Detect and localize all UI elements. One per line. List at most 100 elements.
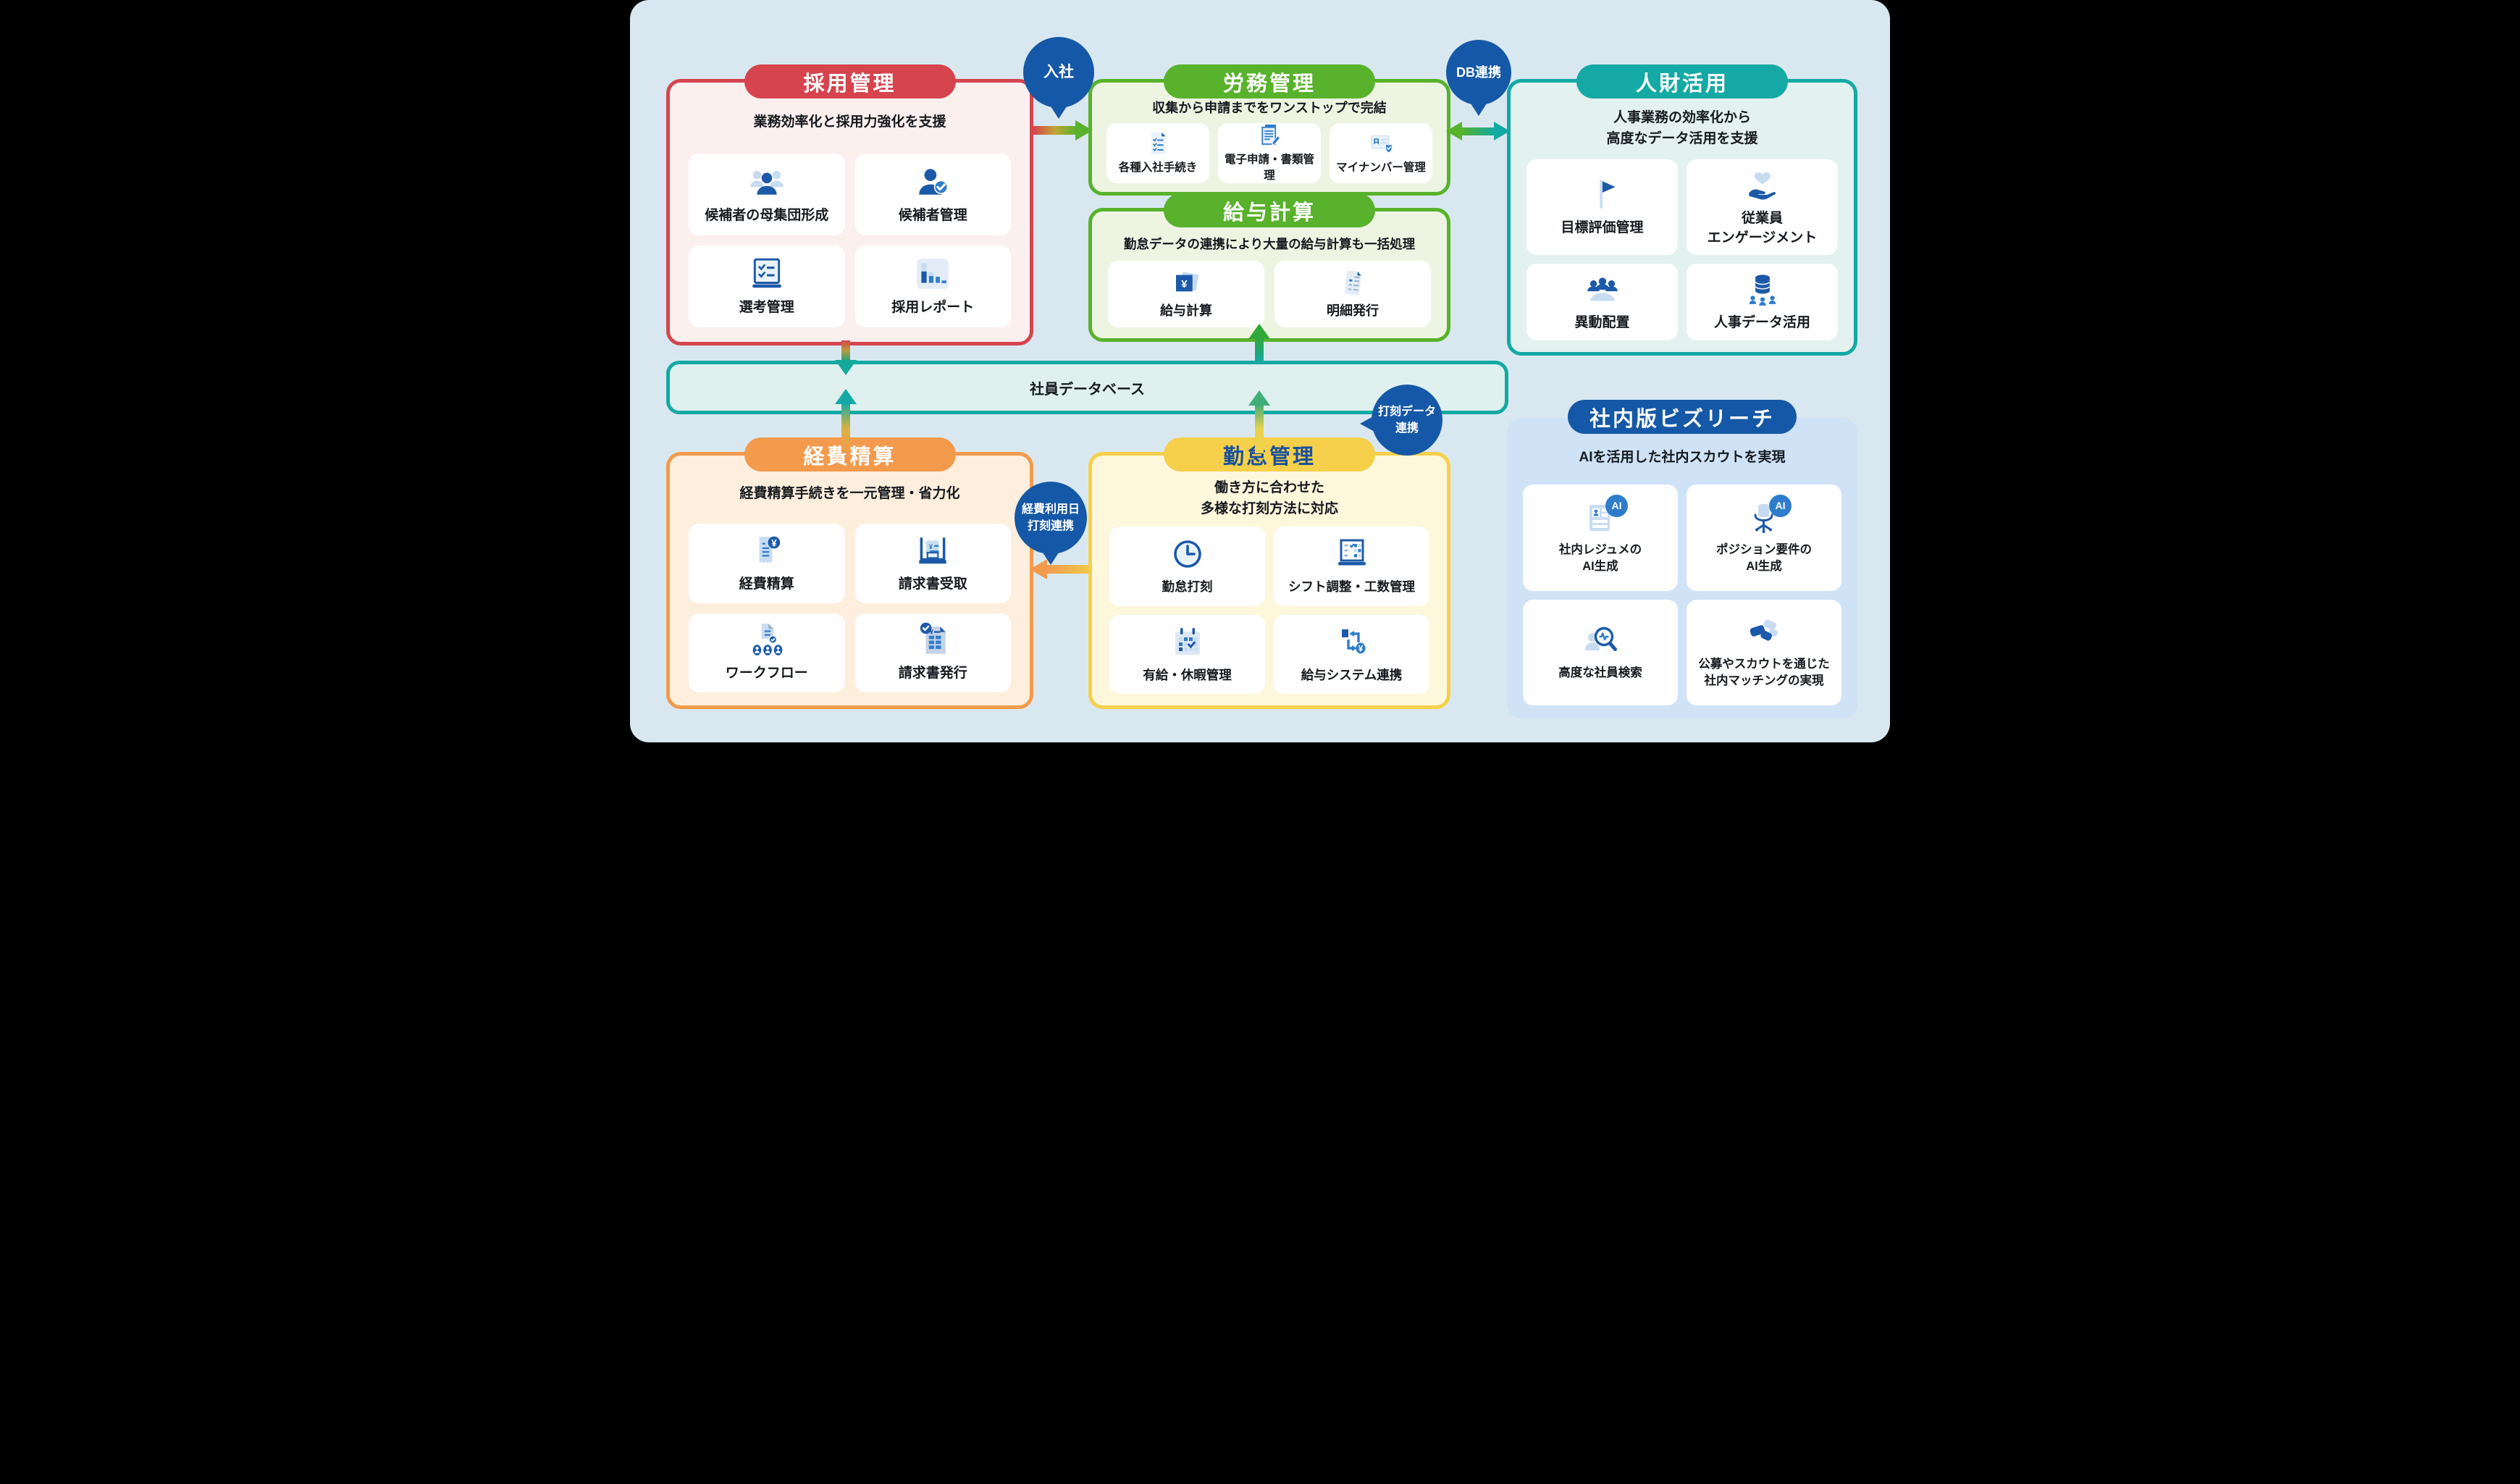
arrow-recruitment-to-labor xyxy=(1033,126,1077,135)
panel-bizreach-subtitle: AIを活用した社内スカウトを実現 xyxy=(1579,450,1786,465)
feature-label: 各種入社手続き xyxy=(1118,162,1198,175)
flag-icon xyxy=(1584,176,1621,212)
feature-label: 採用レポート xyxy=(891,299,975,315)
panel-recruitment-title: 採用管理 xyxy=(744,64,956,98)
arrow-labor-hr-db-link-right-head xyxy=(1494,122,1510,141)
feature-card-payslip: 明細発行 xyxy=(1274,261,1431,327)
panel-recruitment: 採用管理 業務効率化と採用力強化を支援 候補者の母集団形成 候補者管理 選考管理 xyxy=(666,64,1033,345)
employee-database-label: 社員データベース xyxy=(1030,381,1145,398)
panel-hr-utilization-title: 人財活用 xyxy=(1576,64,1788,98)
feature-card-mynumber: マイナンバー管理 xyxy=(1330,123,1432,183)
people-group-icon xyxy=(749,164,785,200)
feature-card-time-stamp: 勤怠打刻 xyxy=(1109,527,1265,606)
panel-payroll-title: 給与計算 xyxy=(1164,193,1375,227)
arrow-expense-to-database-head xyxy=(835,389,857,404)
feature-card-shift: シフト調整・工数管理 xyxy=(1274,527,1429,606)
feature-card-payroll-calc: ¥ 給与計算 xyxy=(1108,261,1264,327)
panel-bizreach: 社内版ビズリーチ AIを活用した社内スカウトを実現 AI 社内レジュメの AI生… xyxy=(1507,400,1857,718)
onboarding-doc-icon xyxy=(1145,130,1171,156)
panel-hr-utilization-subtitle: 人事業務の効率化から 高度なデータ活用を支援 xyxy=(1606,110,1758,147)
svg-text:¥: ¥ xyxy=(771,537,777,548)
arrow-recruitment-to-database xyxy=(841,340,850,361)
feature-card-expense: ¥ 経費精算 xyxy=(689,524,845,603)
feature-card-candidate-pool: 候補者の母集団形成 xyxy=(689,154,845,235)
arrow-database-to-payroll-head xyxy=(1248,324,1270,339)
feature-label: 社内レジュメの AI生成 xyxy=(1558,542,1642,573)
svg-text:¥: ¥ xyxy=(930,629,934,636)
feature-label: 従業員 エンゲージメント xyxy=(1707,211,1818,246)
feature-label: 高度な社員検索 xyxy=(1558,666,1642,679)
panel-attendance-title: 勤怠管理 xyxy=(1164,437,1375,471)
feature-label: 公募やスカウトを通じた 社内マッチングの実現 xyxy=(1698,658,1830,688)
feature-label: 候補者管理 xyxy=(898,207,967,223)
panel-payroll-subtitle: 勤怠データの連携により大量の給与計算も一括処理 xyxy=(1123,237,1416,251)
yen-square-icon: ¥ xyxy=(1171,268,1201,298)
arrow-recruitment-to-labor-head xyxy=(1075,120,1093,141)
connector-bubble-db-link-label: DB連携 xyxy=(1456,64,1501,80)
connector-bubble-db-link: DB連携 xyxy=(1446,40,1511,116)
connector-bubble-timestamp-data-link-label: 打刻データ 連携 xyxy=(1377,405,1436,435)
panel-hr-utilization: 人財活用 人事業務の効率化から 高度なデータ活用を支援 目標評価管理 従業員 エ… xyxy=(1507,64,1857,356)
feature-card-resume-ai: AI 社内レジュメの AI生成 xyxy=(1523,485,1678,591)
feature-card-candidate-management: 候補者管理 xyxy=(854,154,1011,235)
feature-label: 異動配置 xyxy=(1574,315,1630,331)
panel-bizreach-grid: AI 社内レジュメの AI生成 AI ポジション要件の AI生成 高度な社員検索 xyxy=(1523,485,1841,705)
heart-hand-icon xyxy=(1744,167,1781,203)
feature-card-hr-data: 人事データ活用 xyxy=(1687,264,1838,340)
e-application-doc-icon xyxy=(1256,122,1282,148)
panel-payroll-row: ¥ 給与計算 明細発行 xyxy=(1108,261,1431,327)
panel-labor-row: 各種入社手続き 電子申請・書類管理 マイナンバー管理 xyxy=(1106,123,1432,183)
invoice-issue-icon: ¥ xyxy=(915,621,951,658)
feature-label: 給与計算 xyxy=(1160,303,1212,318)
arrow-expense-to-database xyxy=(841,403,850,453)
member-search-icon xyxy=(1583,624,1618,658)
feature-card-member-search: 高度な社員検索 xyxy=(1523,599,1678,705)
feature-card-screening: 選考管理 xyxy=(689,246,845,327)
ai-badge: AI xyxy=(1769,494,1792,517)
panel-recruitment-grid: 候補者の母集団形成 候補者管理 選考管理 採用レポート xyxy=(689,154,1011,327)
feature-label: ポジション要件の AI生成 xyxy=(1716,542,1812,573)
feature-label: シフト調整・工数管理 xyxy=(1288,579,1415,594)
feature-label: マイナンバー管理 xyxy=(1336,162,1426,175)
feature-card-e-application: 電子申請・書類管理 xyxy=(1218,123,1321,183)
panel-expense-subtitle: 経費精算手続きを一元管理・省力化 xyxy=(739,486,960,501)
feature-card-payroll-link: ¥ 給与システム連携 xyxy=(1274,614,1429,694)
panel-hr-utilization-grid: 目標評価管理 従業員 エンゲージメント 異動配置 人事データ活用 xyxy=(1526,159,1838,340)
employee-database-bar: 社員データベース xyxy=(666,361,1508,414)
feature-label: 明細発行 xyxy=(1327,303,1379,318)
calendar-check-icon xyxy=(1170,625,1205,660)
hr-saas-ecosystem-diagram: 採用管理 業務効率化と採用力強化を支援 候補者の母集団形成 候補者管理 選考管理 xyxy=(630,0,1890,742)
feature-label: 候補者の母集団形成 xyxy=(705,207,829,223)
panel-attendance-grid: 勤怠打刻 シフト調整・工数管理 有給・休暇管理 ¥ 給与システム連携 xyxy=(1109,527,1429,694)
bubble-tail-down-icon xyxy=(1469,101,1488,116)
people-arc-icon xyxy=(1584,271,1621,307)
svg-text:¥: ¥ xyxy=(929,543,933,550)
feature-card-invoice-issue: ¥ 請求書発行 xyxy=(854,613,1011,692)
arrow-labor-hr-db-link-left-head xyxy=(1446,122,1462,141)
feature-card-onboarding: 各種入社手続き xyxy=(1106,123,1209,183)
panel-expense-grid: ¥ 経費精算 ¥ 請求書受取 ワークフロー ¥ 請求書発行 xyxy=(689,524,1011,692)
feature-label: 人事データ活用 xyxy=(1713,315,1810,331)
svg-text:¥: ¥ xyxy=(1358,643,1363,653)
feature-card-engagement: 従業員 エンゲージメント xyxy=(1687,159,1838,256)
screening-checklist-icon xyxy=(749,256,785,292)
ai-badge: AI xyxy=(1605,494,1628,517)
connector-bubble-expense-timestamp-link: 経費利用日 打刻連携 xyxy=(1015,482,1087,565)
bubble-tail-down-icon xyxy=(1049,104,1068,119)
id-card-shield-icon xyxy=(1368,130,1394,156)
payslip-icon xyxy=(1337,268,1368,298)
feature-label: 経費精算 xyxy=(739,576,794,592)
feature-card-workflow: ワークフロー xyxy=(689,613,845,692)
feature-card-invoice-receive: ¥ 請求書受取 xyxy=(854,524,1011,603)
panel-recruitment-subtitle: 業務効率化と採用力強化を支援 xyxy=(753,114,946,130)
panel-attendance: 勤怠管理 働き方に合わせた 多様な打刻方法に対応 勤怠打刻 シフト調整・工数管理… xyxy=(1088,437,1450,709)
arrow-labor-hr-db-link xyxy=(1462,127,1494,135)
panel-payroll: 給与計算 勤怠データの連携により大量の給与計算も一括処理 ¥ 給与計算 明細発行 xyxy=(1088,193,1450,342)
feature-label: 給与システム連携 xyxy=(1301,667,1403,682)
feature-card-position-ai: AI ポジション要件の AI生成 xyxy=(1687,485,1841,591)
feature-label: 請求書発行 xyxy=(898,666,967,682)
bubble-tail-down-icon xyxy=(1041,550,1060,565)
feature-label: 選考管理 xyxy=(739,299,794,315)
panel-labor-subtitle: 収集から申請までをワンストップで完結 xyxy=(1152,101,1387,115)
feature-card-recruit-report: 採用レポート xyxy=(854,246,1011,327)
